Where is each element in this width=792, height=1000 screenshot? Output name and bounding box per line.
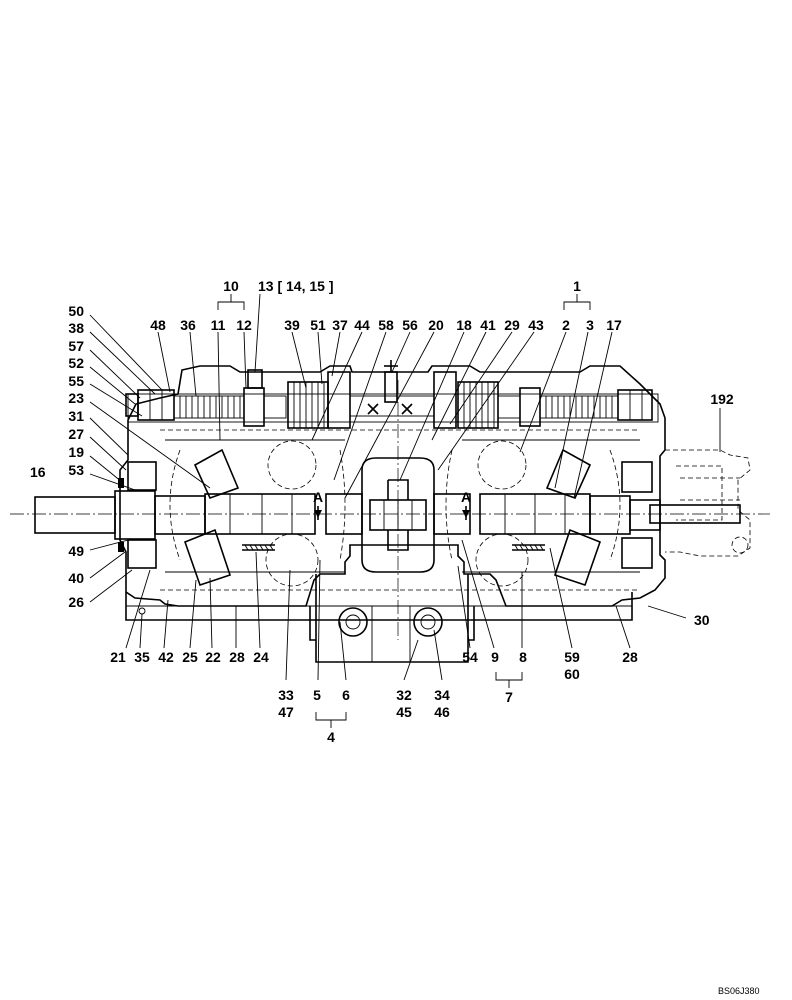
- label-28-right: 28: [622, 649, 638, 665]
- label-49: 49: [68, 543, 84, 559]
- label-44: 44: [354, 317, 370, 333]
- label-11: 11: [211, 317, 226, 333]
- spring-right: [512, 544, 545, 551]
- label-26: 26: [68, 594, 84, 610]
- label-9: 9: [491, 649, 499, 665]
- leader-lines: [89, 293, 721, 681]
- label-45: 45: [396, 704, 412, 720]
- callout-labels: 10 13 [ 14, 15 ] 1 50 38 57 52 55 23 31 …: [30, 278, 734, 745]
- group-label-1: 1: [573, 278, 581, 294]
- label-48: 48: [150, 317, 166, 333]
- label-55: 55: [68, 373, 84, 389]
- label-38: 38: [68, 320, 84, 336]
- label-192: 192: [710, 391, 734, 407]
- label-56: 56: [402, 317, 418, 333]
- label-58: 58: [378, 317, 394, 333]
- label-35: 35: [134, 649, 150, 665]
- svg-text:A: A: [313, 489, 323, 505]
- label-23: 23: [68, 390, 84, 406]
- label-39: 39: [284, 317, 300, 333]
- group-label-4: 4: [327, 729, 335, 745]
- label-3: 3: [586, 317, 594, 333]
- label-25: 25: [182, 649, 198, 665]
- auxiliary-pump-192: [649, 449, 751, 557]
- drawing-reference: BS06J380: [718, 986, 760, 996]
- group-label-10: 10: [223, 278, 239, 294]
- label-19: 19: [68, 444, 84, 460]
- section-marker-right: A: [461, 489, 471, 520]
- center-solenoid: [349, 360, 435, 417]
- label-31: 31: [68, 408, 84, 424]
- label-29: 29: [504, 317, 520, 333]
- group-brackets: [217, 294, 591, 728]
- label-46: 46: [434, 704, 450, 720]
- label-2: 2: [562, 317, 570, 333]
- label-27: 27: [68, 426, 84, 442]
- regulator-strip: [125, 360, 659, 429]
- label-6: 6: [342, 687, 350, 703]
- label-33: 33: [278, 687, 294, 703]
- label-53: 53: [68, 462, 84, 478]
- drive-shaft: [34, 448, 661, 587]
- label-43: 43: [528, 317, 544, 333]
- label-12: 12: [236, 317, 252, 333]
- threaded-spool-left: [173, 395, 245, 419]
- label-21: 21: [110, 649, 126, 665]
- label-34: 34: [434, 687, 450, 703]
- svg-text:A: A: [461, 489, 471, 505]
- label-24: 24: [253, 649, 269, 665]
- label-8: 8: [519, 649, 527, 665]
- label-54: 54: [462, 649, 478, 665]
- gear-stack-right: [457, 381, 499, 429]
- threaded-spool-right: [539, 395, 619, 419]
- label-42: 42: [158, 649, 174, 665]
- label-20: 20: [428, 317, 444, 333]
- piston-chambers: [160, 429, 640, 591]
- section-marker-left: A: [313, 489, 323, 520]
- label-28-left: 28: [229, 649, 245, 665]
- label-16: 16: [30, 464, 46, 480]
- label-30: 30: [694, 612, 710, 628]
- label-60: 60: [564, 666, 580, 682]
- label-32: 32: [396, 687, 412, 703]
- label-52: 52: [68, 355, 84, 371]
- label-5: 5: [313, 687, 321, 703]
- gear-stack-left: [287, 381, 329, 429]
- label-59: 59: [564, 649, 580, 665]
- label-47: 47: [278, 704, 294, 720]
- label-22: 22: [205, 649, 221, 665]
- label-17: 17: [606, 317, 622, 333]
- label-13: 13 [ 14, 15 ]: [258, 278, 334, 294]
- label-36: 36: [180, 317, 196, 333]
- label-41: 41: [480, 317, 496, 333]
- label-51: 51: [310, 317, 326, 333]
- label-37: 37: [332, 317, 348, 333]
- label-50: 50: [68, 303, 84, 319]
- label-57: 57: [68, 338, 84, 354]
- spring-left: [242, 544, 275, 551]
- group-label-7: 7: [505, 689, 513, 705]
- label-18: 18: [456, 317, 472, 333]
- label-40: 40: [68, 570, 84, 586]
